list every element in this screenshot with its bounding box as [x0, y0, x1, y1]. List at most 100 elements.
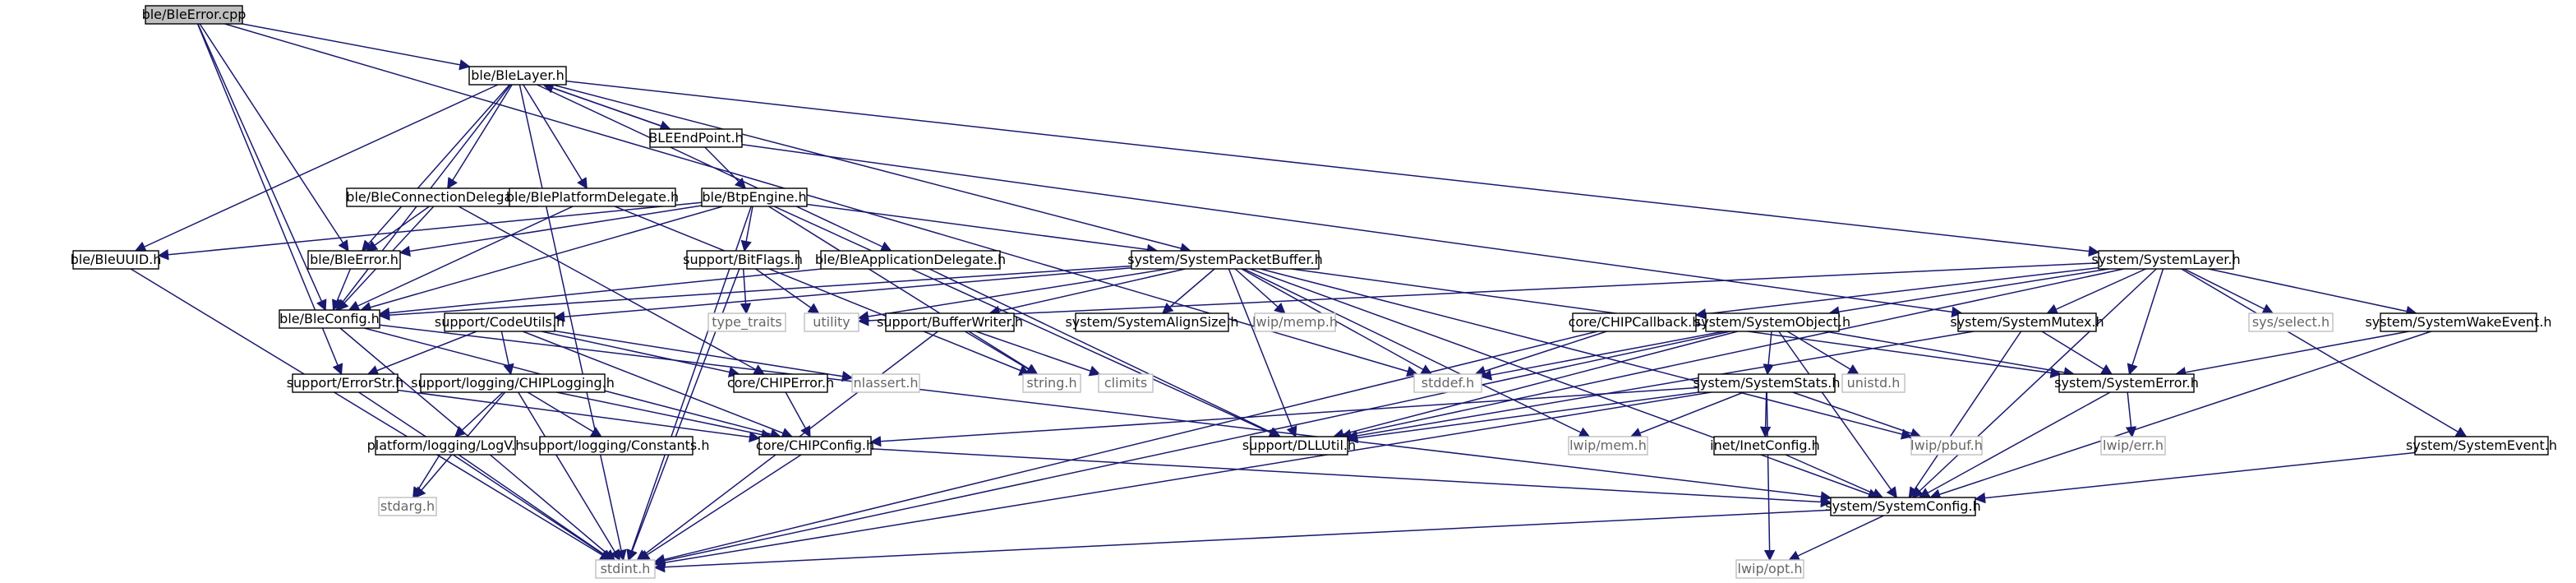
edge-sysstats-to-dllutil	[1346, 391, 1699, 444]
node-label: system/SystemEvent.h	[2406, 437, 2557, 453]
node-box	[733, 373, 828, 393]
edge-sysconfig-to-stdint	[653, 509, 1832, 573]
edge-bleconfig-to-sysconfig	[379, 324, 1832, 502]
node-label: system/SystemAlignSize.h	[1065, 314, 1238, 330]
node-errh[interactable]: lwip/err.h	[2100, 436, 2166, 456]
node-label: ble/BleConfig.h	[279, 311, 380, 326]
node-stdint[interactable]: stdint.h	[595, 559, 656, 579]
node-label: ble/BleError.h	[310, 252, 399, 267]
node-alignsize[interactable]: system/SystemAlignSize.h	[1065, 312, 1239, 332]
edge-chiplogging-to-stdint	[518, 391, 620, 562]
node-stringh[interactable]: string.h	[1022, 373, 1081, 393]
node-box	[279, 309, 380, 329]
edge-bitflags-to-stdint	[627, 268, 740, 562]
node-label: climits	[1104, 375, 1147, 391]
edge-bleendpoint-to-sysmutex	[741, 143, 1963, 318]
node-errorstr[interactable]: support/ErrorStr.h	[287, 373, 404, 393]
node-btpEngine[interactable]: ble/BtpEngine.h	[701, 187, 808, 207]
node-sysstats[interactable]: system/SystemStats.h	[1694, 373, 1841, 393]
node-label: type_traits	[712, 314, 781, 331]
node-chiplogging[interactable]: support/logging/CHIPLogging.h	[411, 373, 615, 393]
node-box	[1957, 312, 2097, 332]
edge-inetconfig-to-sysconfig	[1785, 454, 1884, 499]
edge-pktbuf-to-bufwriter	[988, 268, 1186, 317]
node-inetconfig[interactable]: inet/InetConfig.h	[1710, 436, 1820, 456]
edge-sysobject-to-stddef	[1480, 331, 1725, 381]
node-chipcallback[interactable]: core/CHIPCallback.h	[1569, 312, 1701, 332]
edge-blelayer-to-syslayer	[565, 80, 2100, 257]
node-box	[2380, 312, 2537, 332]
edge-syserror-to-sysconfig	[1918, 391, 2111, 498]
edge-chipconfig-to-sysconfig	[870, 448, 1832, 508]
node-opth[interactable]: lwip/opt.h	[1735, 559, 1804, 579]
edge-bleuuid-to-stdint	[130, 268, 612, 561]
node-label: core/CHIPCallback.h	[1569, 314, 1701, 330]
edge-sysevent-to-sysconfig	[1974, 451, 2416, 504]
edge-syslayer-to-syserror	[2127, 268, 2164, 376]
node-appDel[interactable]: ble/BleApplicationDelegate.h	[815, 250, 1006, 270]
edge-pktbuf-to-memph	[1234, 268, 1286, 314]
node-box	[1713, 436, 1817, 456]
edge-bufwriter-to-stringh	[965, 331, 1038, 375]
edge-sysconfig-to-opth	[1788, 515, 1884, 561]
node-codeutils[interactable]: support/CodeUtils.h	[435, 312, 565, 332]
node-bleuuid[interactable]: ble/BleUUID.h	[71, 250, 162, 270]
node-box	[145, 5, 243, 25]
node-pbuf[interactable]: lwip/pbuf.h	[1910, 436, 1983, 456]
node-box	[1910, 436, 1983, 456]
node-stdarg[interactable]: stdarg.h	[378, 497, 437, 516]
node-pktbuf[interactable]: system/SystemPacketBuffer.h	[1127, 250, 1323, 270]
edge-sysobject-to-dllutil	[1332, 331, 1738, 440]
node-label: stdarg.h	[380, 498, 435, 514]
node-syslayer[interactable]: system/SystemLayer.h	[2091, 250, 2241, 270]
edge-pktbuf-to-sysconfig	[1250, 268, 1880, 500]
node-bleerrorh[interactable]: ble/BleError.h	[307, 250, 401, 270]
node-memph[interactable]: lwip/memp.h	[1252, 312, 1338, 332]
node-utility[interactable]: utility	[804, 312, 859, 332]
node-unistd[interactable]: unistd.h	[1841, 373, 1906, 393]
edge-bufwriter-to-climits	[975, 331, 1101, 377]
node-memh[interactable]: lwip/mem.h	[1568, 436, 1648, 456]
edge-syserror-to-errh	[2125, 391, 2137, 438]
edge-btpEngine-to-bleconfig	[360, 206, 723, 313]
node-stddef[interactable]: stddef.h	[1413, 373, 1482, 393]
node-box	[595, 559, 656, 579]
node-logconst[interactable]: support/logging/Constants.h	[523, 436, 710, 456]
node-sysevent[interactable]: system/SystemEvent.h	[2406, 436, 2557, 456]
node-sysobject[interactable]: system/SystemObject.h	[1694, 312, 1850, 332]
edge-sysmutex-to-dllutil	[1346, 331, 1975, 442]
node-syserror[interactable]: system/SystemError.h	[2054, 373, 2199, 393]
node-label: support/CodeUtils.h	[435, 314, 565, 330]
node-box	[1098, 373, 1154, 393]
node-platDel[interactable]: ble/BlePlatformDelegate.h	[506, 187, 679, 207]
edge-sysobject-to-unistd	[1786, 331, 1859, 375]
edge-btpEngine-to-bitflags	[740, 206, 753, 252]
node-label: lwip/mem.h	[1569, 437, 1647, 453]
node-climits[interactable]: climits	[1098, 373, 1154, 393]
node-sysconfig[interactable]: system/SystemConfig.h	[1825, 497, 1981, 516]
node-bleendpoint[interactable]: BLEEndPoint.h	[648, 128, 744, 148]
node-bitflags[interactable]: support/BitFlags.h	[683, 250, 803, 270]
node-logv[interactable]: platform/logging/LogV.h	[367, 436, 524, 456]
node-typetraits[interactable]: type_traits	[707, 312, 786, 332]
edge-blelayer-to-appDel	[537, 84, 892, 252]
node-label: ble/BleUUID.h	[71, 252, 162, 267]
node-blelayer[interactable]: ble/BleLayer.h	[468, 66, 567, 86]
node-sysmutex[interactable]: system/SystemMutex.h	[1950, 312, 2104, 332]
node-label: stddef.h	[1422, 375, 1474, 391]
node-syswake[interactable]: system/SystemWakeEvent.h	[2365, 312, 2552, 332]
edge-chipcallback-to-stdint	[653, 331, 1598, 565]
node-chipconfig[interactable]: core/CHIPConfig.h	[756, 436, 874, 456]
node-chiperror[interactable]: core/CHIPError.h	[727, 373, 834, 393]
node-dllutil[interactable]: support/DLLUtil.h	[1242, 436, 1356, 456]
node-box	[2414, 436, 2549, 456]
node-sysselect[interactable]: sys/select.h	[2248, 312, 2334, 332]
edge-sysstats-to-stdint	[653, 391, 1712, 568]
node-box	[820, 250, 1001, 270]
edge-codeutils-to-chiplogging	[500, 331, 514, 376]
node-bleconfig[interactable]: ble/BleConfig.h	[279, 309, 380, 329]
node-bufwriter[interactable]: support/BufferWriter.h	[877, 312, 1023, 332]
edge-codeutils-to-chiperror	[541, 331, 740, 378]
node-nlassert[interactable]: nlassert.h	[851, 373, 920, 393]
node-connDel[interactable]: ble/BleConnectionDelegate.h	[346, 187, 538, 207]
